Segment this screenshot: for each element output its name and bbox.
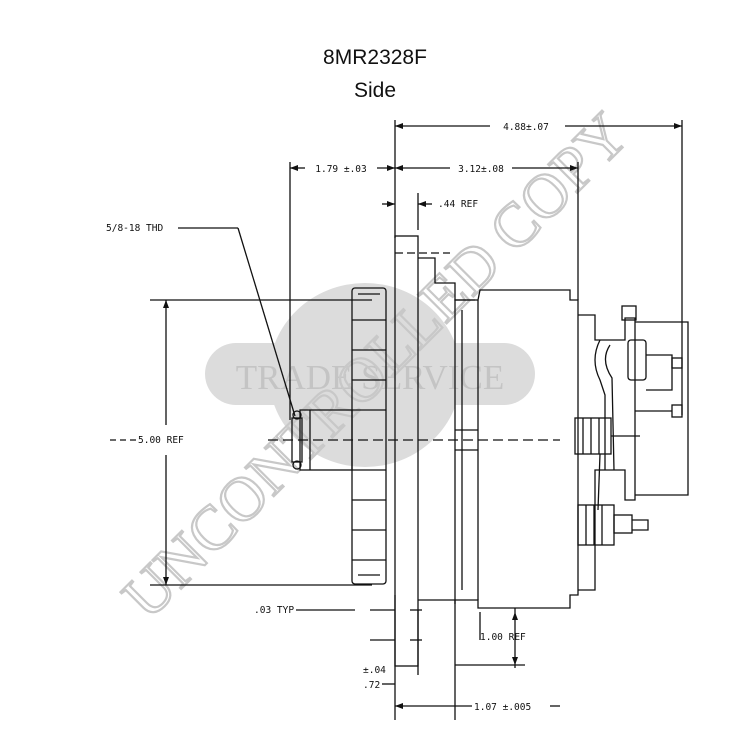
tolerance-top: ±.04	[363, 665, 386, 676]
pulley-hub	[299, 409, 353, 471]
view-subtitle: Side	[353, 79, 397, 102]
uncontrolled-copy-stamp: UNCONTROLLED COPY	[110, 100, 642, 632]
rear-bracket	[635, 321, 689, 496]
mounting-ear	[394, 235, 419, 667]
watermark: TRADE SERVICE UNCONTROLLED COPY	[109, 99, 643, 633]
rear-housing	[578, 314, 636, 591]
part-number-title: 8MR2328F	[323, 46, 427, 69]
dimension-labels: 4.88±.07 1.79 ±.03 3.12±.08 .44 REF 5/8-…	[106, 122, 549, 713]
line-work	[110, 120, 689, 720]
thread-leader	[237, 227, 296, 417]
tolerance-bottom: .72	[363, 680, 380, 691]
housing-outline	[454, 289, 579, 609]
dim-gap: .03 TYP	[254, 605, 294, 616]
dim-overall-length: 4.88±.07	[503, 122, 549, 133]
arrowheads	[163, 123, 682, 709]
watermark-brand-text: TRADE SERVICE	[236, 358, 504, 397]
dim-mount-width: 1.07 ±.005	[474, 702, 531, 713]
thread-callout: 5/8-18 THD	[106, 223, 163, 234]
dim-pulley-dia: 5.00 REF	[138, 435, 184, 446]
dim-body-length: 3.12±.08	[458, 164, 504, 175]
dim-front-offset: 1.79 ±.03	[315, 164, 366, 175]
ground-terminal	[577, 504, 615, 546]
dim-flange-ref: .44 REF	[438, 199, 478, 210]
dim-mount-offset: 1.00 REF	[480, 632, 526, 643]
